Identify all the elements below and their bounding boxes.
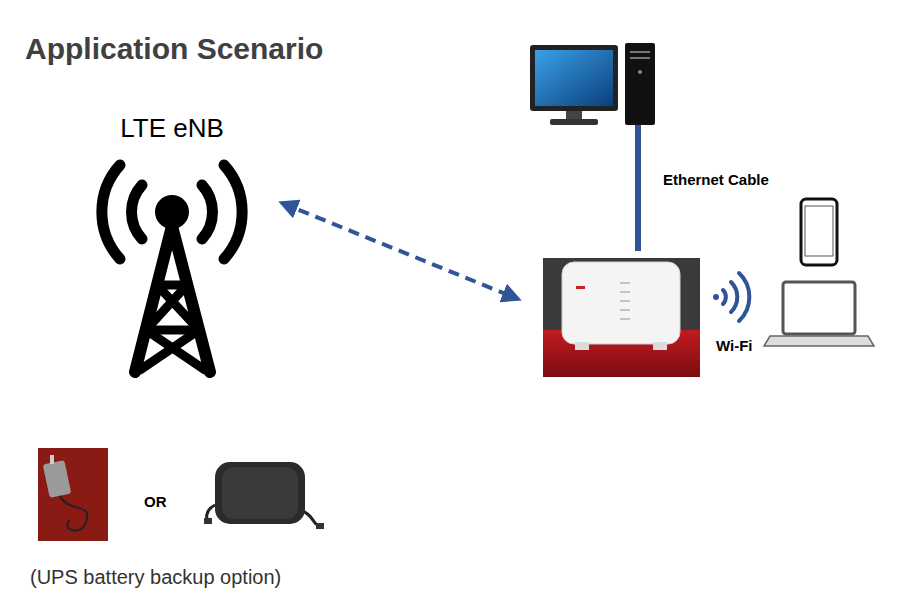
tower-symbol bbox=[146, 285, 187, 330]
wifi-symbol bbox=[723, 290, 726, 304]
ups-battery-pack bbox=[204, 518, 212, 524]
wireless-link-arrow bbox=[282, 203, 518, 299]
desktop-computer bbox=[638, 70, 642, 74]
diagram-title: Application Scenario bbox=[25, 32, 323, 65]
ethernet-cable bbox=[635, 125, 641, 251]
wifi-label: Wi-Fi bbox=[716, 338, 753, 355]
note-label: (UPS battery backup option) bbox=[30, 566, 281, 588]
router-photo bbox=[620, 309, 630, 311]
desktop-computer bbox=[625, 43, 655, 125]
power-adapter-photo bbox=[38, 448, 108, 541]
wifi-symbol bbox=[713, 273, 749, 321]
base-station-node: LTE eNB bbox=[92, 114, 252, 376]
desktop-computer bbox=[530, 43, 655, 125]
desktop-computer bbox=[535, 50, 613, 106]
ups-battery-pack bbox=[215, 462, 305, 524]
router-photo bbox=[620, 318, 630, 320]
tower-symbol bbox=[140, 330, 199, 370]
ups-battery-pack bbox=[222, 467, 298, 519]
router-photo bbox=[576, 286, 585, 289]
router-photo bbox=[543, 258, 700, 377]
power-adapter-photo bbox=[60, 496, 87, 530]
desktop-computer bbox=[630, 51, 650, 53]
router-photo bbox=[620, 282, 630, 284]
smartphone bbox=[805, 206, 833, 256]
power-adapter-photo bbox=[50, 455, 54, 464]
desktop-computer bbox=[566, 111, 582, 119]
power-adapter-photo bbox=[43, 460, 72, 498]
wifi-symbol bbox=[713, 294, 719, 300]
wireless-link-arrow bbox=[282, 203, 518, 299]
tower-symbol bbox=[202, 185, 212, 239]
router-photo bbox=[620, 291, 630, 293]
or-label: OR bbox=[144, 494, 167, 511]
wifi-symbol bbox=[731, 282, 737, 312]
router-photo bbox=[562, 262, 680, 344]
ups-battery-pack bbox=[204, 462, 324, 529]
smartphone bbox=[801, 199, 837, 265]
desktop-computer bbox=[550, 119, 598, 125]
desktop-computer bbox=[630, 57, 650, 59]
tower-symbol bbox=[102, 165, 242, 372]
power-adapter-photo bbox=[38, 448, 108, 541]
router-photo bbox=[543, 258, 700, 377]
cable-label: Ethernet Cable bbox=[663, 172, 769, 189]
tower-symbol bbox=[132, 185, 142, 239]
tower-symbol bbox=[102, 165, 120, 259]
router-photo bbox=[620, 300, 630, 302]
router-photo bbox=[653, 342, 667, 350]
router-photo bbox=[575, 342, 589, 350]
node-label: LTE eNB bbox=[92, 114, 252, 143]
laptop bbox=[764, 336, 874, 346]
laptop bbox=[764, 282, 874, 346]
ethernet-cable bbox=[638, 125, 639, 251]
tower-symbol bbox=[224, 165, 242, 259]
smartphone bbox=[801, 199, 837, 265]
wifi-symbol bbox=[739, 273, 749, 321]
laptop bbox=[783, 282, 855, 334]
desktop-computer bbox=[530, 45, 618, 111]
ups-battery-pack bbox=[316, 523, 324, 529]
